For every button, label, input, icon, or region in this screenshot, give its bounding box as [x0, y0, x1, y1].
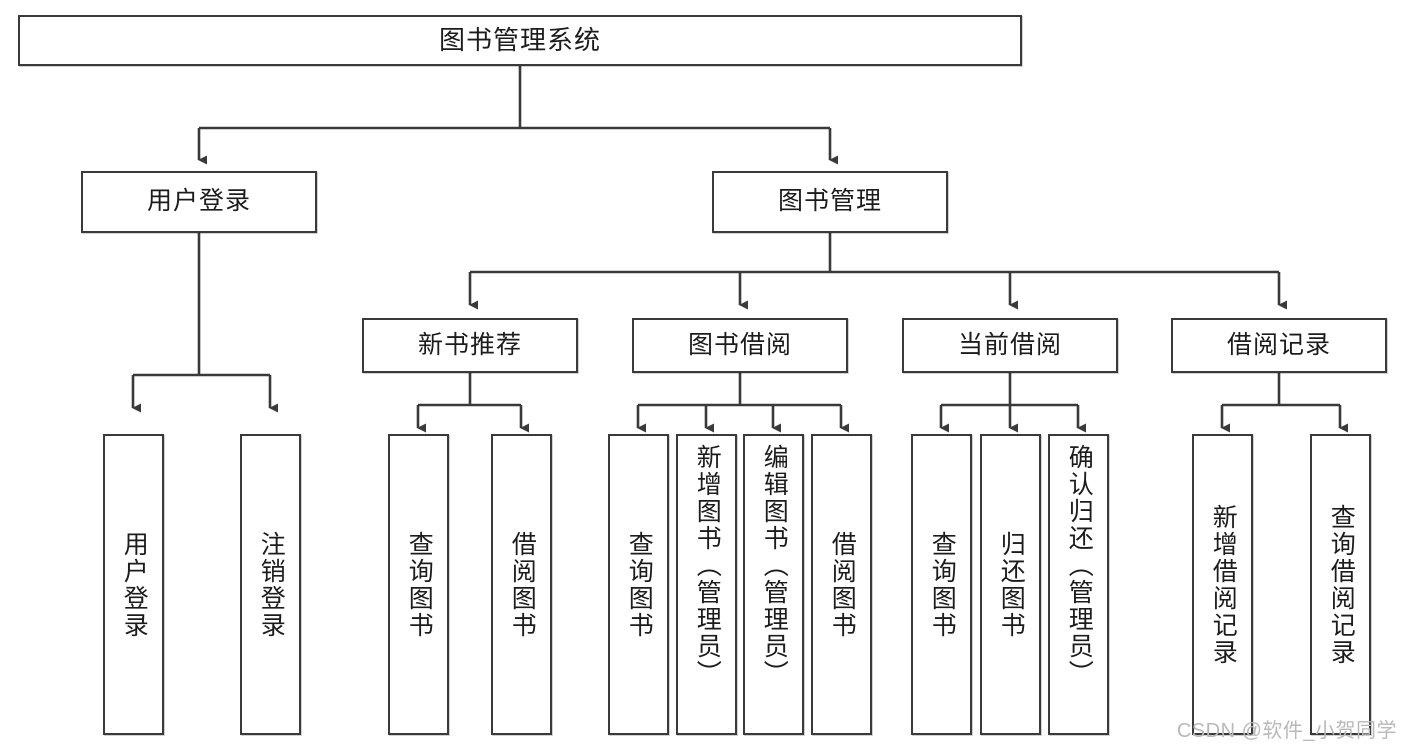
- node-label: 查询图书: [405, 530, 434, 639]
- node-user-login[interactable]: 用户登录: [81, 171, 317, 233]
- node-label: 新增图书（管理员）: [693, 444, 722, 687]
- leaf-book-borrow-query-book[interactable]: 查询图书: [608, 434, 669, 735]
- node-new-book-recommend[interactable]: 新书推荐: [362, 318, 578, 373]
- node-book-borrow[interactable]: 图书借阅: [632, 318, 848, 373]
- node-label: 借阅记录: [1226, 330, 1331, 359]
- node-label: 当前借阅: [957, 330, 1062, 359]
- node-label: 查询图书: [625, 530, 654, 639]
- node-label: 用户登录: [120, 530, 149, 639]
- leaf-new-book-borrow-book[interactable]: 借阅图书: [491, 434, 552, 735]
- leaf-user-login-login[interactable]: 用户登录: [103, 434, 164, 735]
- leaf-current-borrow-query-book[interactable]: 查询图书: [911, 434, 972, 735]
- node-label: 图书借阅: [687, 330, 792, 359]
- node-label: 查询借阅记录: [1327, 503, 1356, 666]
- node-label: 归还图书: [997, 530, 1026, 639]
- node-current-borrow[interactable]: 当前借阅: [902, 318, 1118, 373]
- node-label: 借阅图书: [828, 530, 857, 639]
- leaf-borrow-records-query-record[interactable]: 查询借阅记录: [1310, 434, 1371, 735]
- node-book-management[interactable]: 图书管理: [712, 171, 948, 233]
- node-label: 新增借阅记录: [1209, 503, 1238, 666]
- leaf-new-book-query-book[interactable]: 查询图书: [388, 434, 449, 735]
- node-label: 新书推荐: [417, 330, 522, 359]
- leaf-book-borrow-edit-book-admin[interactable]: 编辑图书（管理员）: [743, 434, 804, 735]
- node-label: 用户登录: [146, 187, 251, 216]
- node-label: 查询图书: [928, 530, 957, 639]
- node-root-book-management-system[interactable]: 图书管理系统: [18, 15, 1022, 66]
- node-label: 确认归还（管理员）: [1065, 444, 1094, 687]
- leaf-current-borrow-return-book[interactable]: 归还图书: [980, 434, 1041, 735]
- node-label: 借阅图书: [508, 530, 537, 639]
- node-label: 图书管理: [777, 187, 882, 216]
- leaf-book-borrow-borrow-book[interactable]: 借阅图书: [811, 434, 872, 735]
- leaf-borrow-records-add-record[interactable]: 新增借阅记录: [1192, 434, 1253, 735]
- leaf-book-borrow-add-book-admin[interactable]: 新增图书（管理员）: [676, 434, 737, 735]
- node-label: 编辑图书（管理员）: [760, 444, 789, 687]
- node-borrow-records[interactable]: 借阅记录: [1171, 318, 1387, 373]
- leaf-user-login-logout[interactable]: 注销登录: [240, 434, 301, 735]
- leaf-current-borrow-confirm-return-admin[interactable]: 确认归还（管理员）: [1048, 434, 1109, 735]
- node-label: 注销登录: [257, 530, 286, 639]
- node-label: 图书管理系统: [438, 25, 601, 56]
- csdn-watermark: CSDN @软件_小贺同学: [1176, 720, 1397, 742]
